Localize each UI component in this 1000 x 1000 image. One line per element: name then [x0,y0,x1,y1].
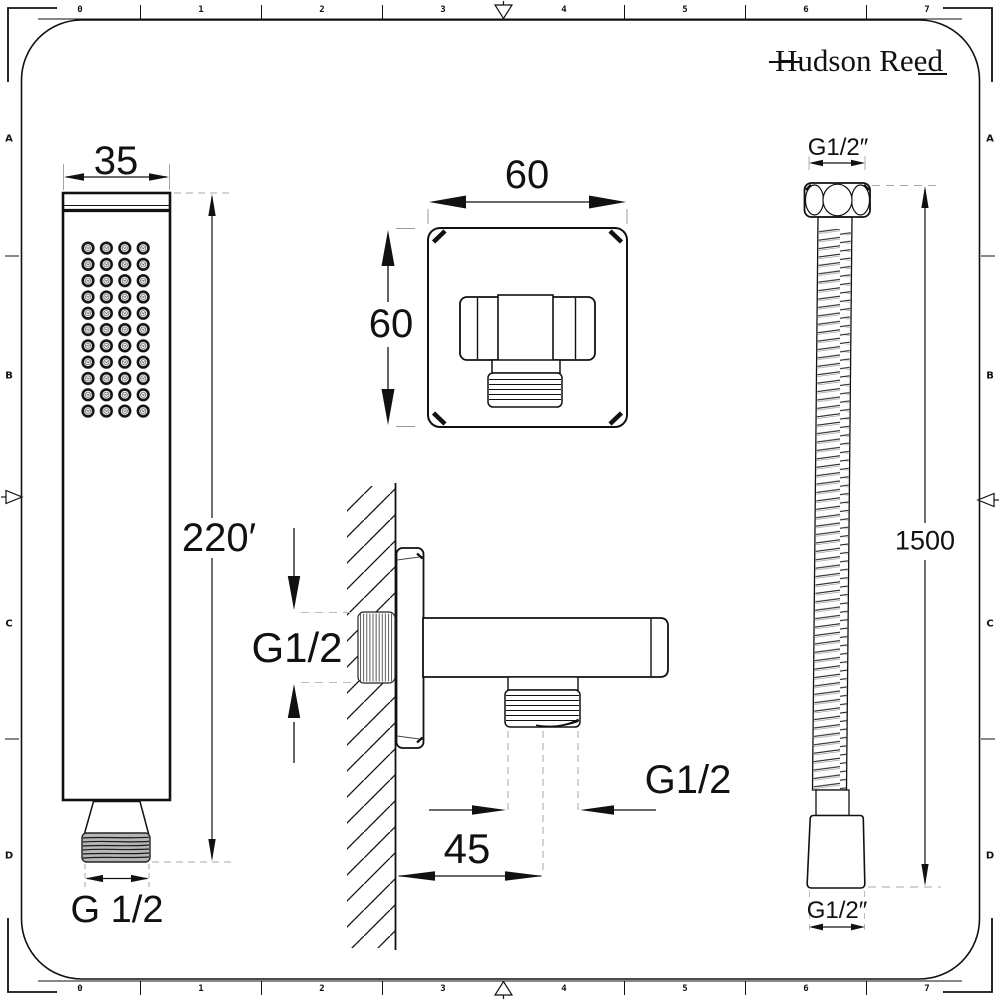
center-marker-right-icon [976,492,995,508]
ruler-number: 0 [77,984,83,994]
arrow-left-icon [809,923,823,931]
ruler-number: 6 [803,984,809,994]
crop-mark-bottom-right [943,918,993,993]
arrow-left-icon [429,195,466,209]
handset-thread [81,832,151,863]
dim-label-hose-length: 1500 [891,527,959,555]
dim-label-elbow-width: 60 [504,153,550,197]
ruler-ticks-sides [5,255,995,740]
brand-logo: Hudson Reed [775,43,943,78]
arrow-down-icon [287,576,301,610]
ruler-number: 4 [561,984,567,994]
ruler-ticks-top [140,5,867,19]
arrow-down-icon [381,389,395,425]
dim-handset-thread [84,864,150,891]
arrow-right-icon [851,923,865,931]
arrow-right-icon [589,195,626,209]
plate-corner-chamfers [431,229,624,426]
ruler-letter: C [5,618,13,630]
ruler-number: 4 [561,5,567,15]
projection-lines [507,731,579,871]
outlet-plate-side [395,547,425,749]
ruler-number: 5 [682,5,688,15]
handset-drawing [61,164,236,891]
wall-hatching [347,486,395,948]
arrow-up-icon [287,684,301,718]
outlet-thread-side [504,689,581,728]
arrow-left-icon [64,173,84,181]
ruler-number: 1 [198,5,204,15]
arrow-right-icon [149,173,169,181]
dim-label-hose-bottom-thread: G1/2″ [806,897,868,924]
ruler-number: 2 [319,984,325,994]
arrow-right-icon [131,874,149,883]
arrow-left-icon [809,159,823,167]
dim-label-handset-length: 220′ [178,518,260,558]
arrow-right-icon [472,805,506,815]
dim-handset-width [63,164,170,190]
dim-outlet-thread [429,805,656,815]
ruler-letter: B [5,370,13,382]
hose-cone [806,814,866,889]
dim-elbow-width [427,195,628,224]
dim-hose-bottom-thread [809,891,865,935]
crop-mark-top-right [943,7,993,82]
dim-label-handset-thread: G 1/2 [70,889,164,931]
arrow-up-icon [208,194,216,216]
dim-hose-top-thread [808,156,866,170]
ruler-letter: D [985,850,995,862]
dim-label-projection: 45 [443,825,491,872]
ruler-letter: A [986,133,994,145]
arrow-left-icon [397,871,435,881]
ruler-letter: C [986,618,994,630]
arrow-up-icon [381,230,395,266]
ruler-number: 0 [77,5,83,15]
handset-cone [83,800,150,835]
outlet-arm [422,617,669,678]
ruler-number: 3 [440,5,446,15]
ruler-number: 6 [803,5,809,15]
hose-ribs [813,218,851,789]
center-marker-left-icon [5,489,24,505]
arrow-left-icon [580,805,614,815]
ruler-number: 7 [924,5,930,15]
ruler-number: 7 [924,984,930,994]
hose-tube-end [815,789,850,817]
dim-label-hose-top-thread: G1/2″ [807,134,869,161]
center-marker-top-icon [493,4,514,20]
dim-projection [397,871,543,881]
dim-label-inlet-thread: G1/2 [251,624,343,671]
dim-inlet-thread [287,528,357,763]
arrow-right-icon [851,159,865,167]
ruler-number: 1 [198,984,204,994]
crop-mark-top-left [7,7,57,82]
ruler-ticks-bottom [140,981,867,995]
dim-hose-length [868,185,941,888]
arrow-down-icon [208,839,216,861]
dim-label-handset-width: 35 [93,139,139,183]
dim-label-outlet-thread: G1/2 [644,758,732,802]
ruler-letter: B [986,370,994,382]
arrow-down-icon [921,864,929,886]
outlet-side-drawing [287,483,669,950]
ruler-number: 5 [682,984,688,994]
arrow-left-icon [85,874,103,883]
crop-mark-bottom-left [7,918,57,993]
ruler-number: 3 [440,984,446,994]
outlet-front-drawing [381,195,628,428]
nozzle-grid [78,239,153,420]
dim-label-elbow-height: 60 [365,304,417,344]
center-marker-bottom-icon [493,980,514,996]
ruler-letter: A [5,133,13,145]
arrow-up-icon [921,186,929,208]
dim-elbow-height [381,228,415,427]
ruler-number: 2 [319,5,325,15]
arrow-right-icon [505,871,543,881]
ruler-letter: D [4,850,14,862]
dim-handset-length [152,192,236,863]
hose-drawing [803,156,941,935]
